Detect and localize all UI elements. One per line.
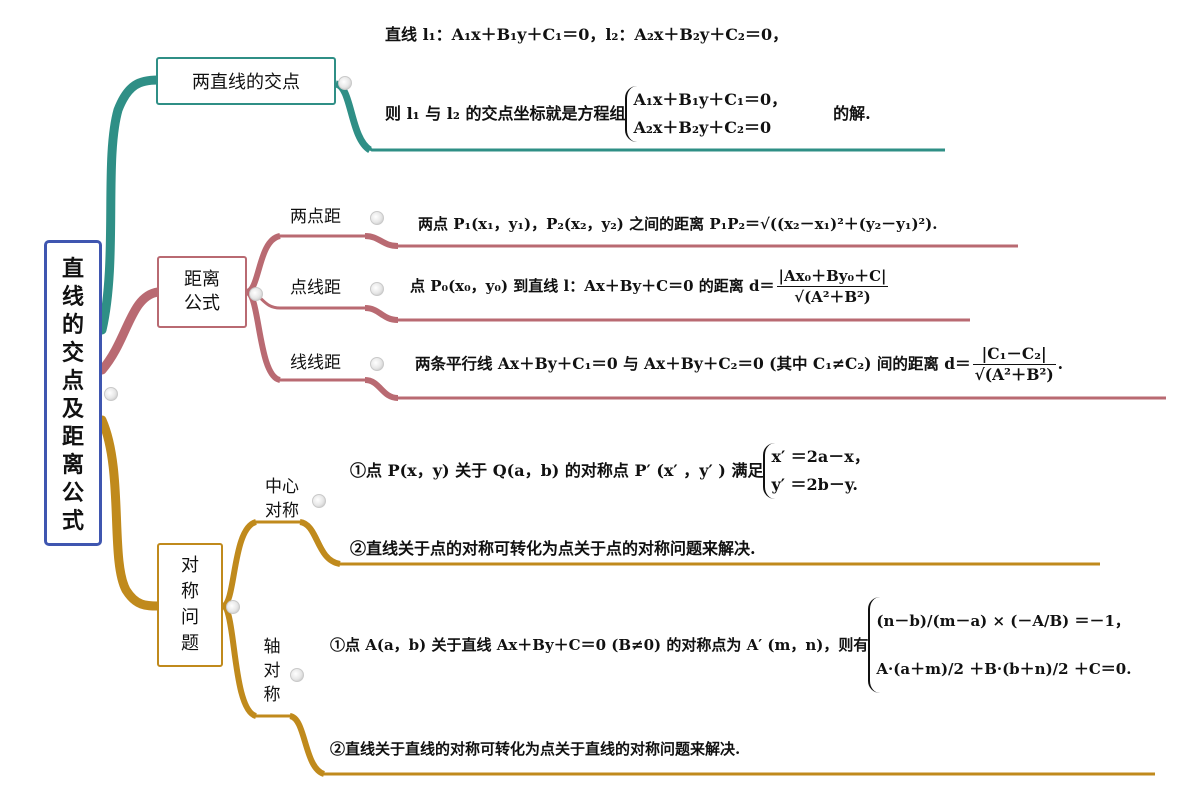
- center-item1: ①点 P(x，y) 关于 Q(a，b) 的对称点 P′ (x′ ，y′ ) 满足…: [350, 440, 870, 502]
- collapse-toggle-icon[interactable]: [370, 357, 384, 371]
- line-line-denominator: √(A²＋B²): [974, 364, 1054, 384]
- axis-item1-prefix: ①点 A(a，b) 关于直线 Ax＋By＋C＝0 (B≠0) 的对称点为 A′ …: [330, 636, 869, 654]
- subtopic-axis-symmetry[interactable]: 轴对称: [263, 637, 281, 705]
- collapse-toggle-icon[interactable]: [249, 287, 263, 301]
- line-line-numerator: |C₁－C₂|: [972, 344, 1056, 365]
- subtopic-point-line[interactable]: 点线距: [290, 278, 341, 298]
- connector-intersection-detail-thick: [334, 80, 373, 153]
- center-eq2: y′ ＝2b－y.: [771, 475, 858, 494]
- collapse-toggle-icon[interactable]: [338, 76, 352, 90]
- collapse-toggle-icon[interactable]: [226, 600, 240, 614]
- intersection-equation-system: A₁x＋B₁y＋C₁＝0， A₂x＋B₂y＋C₂＝0: [625, 86, 787, 142]
- point-line-prefix: 点 P₀(x₀，y₀) 到直线 l：Ax＋By＋C＝0 的距离 d＝: [410, 277, 775, 295]
- topic-symmetry[interactable]: 对称问题: [157, 543, 223, 667]
- axis-item2: ②直线关于直线的对称可转化为点关于直线的对称问题来解决.: [330, 740, 741, 758]
- topic-intersection-label: 两直线的交点: [192, 72, 300, 93]
- subtopic-center-symmetry[interactable]: 中心对称: [265, 477, 299, 521]
- topic-symmetry-label: 对称问题: [181, 555, 199, 654]
- line-line-formula: 两条平行线 Ax＋By＋C₁＝0 与 Ax＋By＋C₂＝0 (其中 C₁≠C₂)…: [415, 336, 1063, 392]
- intersection-line2-suffix: 的解.: [833, 104, 871, 123]
- topic-distance-label: 距离公式: [184, 269, 220, 314]
- axis-eq1: (n－b)/(m－a) × (－A/B) ＝－1，: [876, 612, 1130, 630]
- axis-equation-system: (n－b)/(m－a) × (－A/B) ＝－1， A·(a＋m)/2 ＋B·(…: [868, 597, 1131, 693]
- subtopic-line-line[interactable]: 线线距: [290, 353, 341, 373]
- connector-root-symmetry: [97, 415, 163, 611]
- point-point-formula: 两点 P₁(x₁，y₁)，P₂(x₂，y₂) 之间的距离 P₁P₂＝√((x₂－…: [418, 215, 938, 233]
- intersection-line1: 直线 l₁：A₁x＋B₁y＋C₁＝0，l₂：A₂x＋B₂y＋C₂＝0，: [385, 25, 789, 44]
- topic-intersection[interactable]: 两直线的交点: [156, 57, 336, 105]
- point-line-denominator: √(A²＋B²): [794, 287, 871, 306]
- point-line-numerator: |Ax₀＋By₀＋C|: [776, 266, 889, 287]
- line-line-suffix: .: [1057, 354, 1064, 373]
- line-line-fraction: |C₁－C₂| √(A²＋B²): [972, 344, 1056, 385]
- collapse-toggle-icon[interactable]: [370, 282, 384, 296]
- root-topic[interactable]: 直线的交点及距离公式: [44, 240, 102, 546]
- center-item2: ②直线关于点的对称可转化为点关于点的对称问题来解决.: [350, 539, 756, 558]
- point-line-fraction: |Ax₀＋By₀＋C| √(A²＋B²): [776, 266, 889, 307]
- subtopic-point-point[interactable]: 两点距: [290, 207, 341, 227]
- intersection-line2-prefix: 则 l₁ 与 l₂ 的交点坐标就是方程组: [385, 104, 626, 123]
- topic-distance[interactable]: 距离公式: [157, 256, 247, 328]
- intersection-eq1: A₁x＋B₁y＋C₁＝0，: [633, 90, 788, 109]
- axis-eq2: A·(a＋m)/2 ＋B·(b＋n)/2 ＋C＝0.: [876, 660, 1132, 678]
- point-line-formula: 点 P₀(x₀，y₀) 到直线 l：Ax＋By＋C＝0 的距离 d＝ |Ax₀＋…: [410, 258, 890, 314]
- collapse-toggle-icon[interactable]: [370, 211, 384, 225]
- collapse-toggle-icon[interactable]: [104, 387, 118, 401]
- intersection-line2: 则 l₁ 与 l₂ 的交点坐标就是方程组 A₁x＋B₁y＋C₁＝0， A₂x＋B…: [385, 84, 871, 144]
- connector-root-distance: [97, 287, 163, 375]
- intersection-eq2: A₂x＋B₂y＋C₂＝0: [633, 118, 772, 137]
- connector-root-intersection: [97, 75, 163, 335]
- line-line-prefix: 两条平行线 Ax＋By＋C₁＝0 与 Ax＋By＋C₂＝0 (其中 C₁≠C₂)…: [415, 354, 971, 373]
- center-eq1: x′ ＝2a－x，: [771, 447, 870, 466]
- axis-item1: ①点 A(a，b) 关于直线 Ax＋By＋C＝0 (B≠0) 的对称点为 A′ …: [330, 585, 1131, 705]
- center-equation-system: x′ ＝2a－x， y′ ＝2b－y.: [763, 443, 870, 499]
- collapse-toggle-icon[interactable]: [312, 494, 326, 508]
- collapse-toggle-icon[interactable]: [290, 668, 304, 682]
- center-item1-prefix: ①点 P(x，y) 关于 Q(a，b) 的对称点 P′ (x′ ，y′ ) 满足: [350, 461, 764, 480]
- root-title: 直线的交点及距离公式: [61, 257, 84, 534]
